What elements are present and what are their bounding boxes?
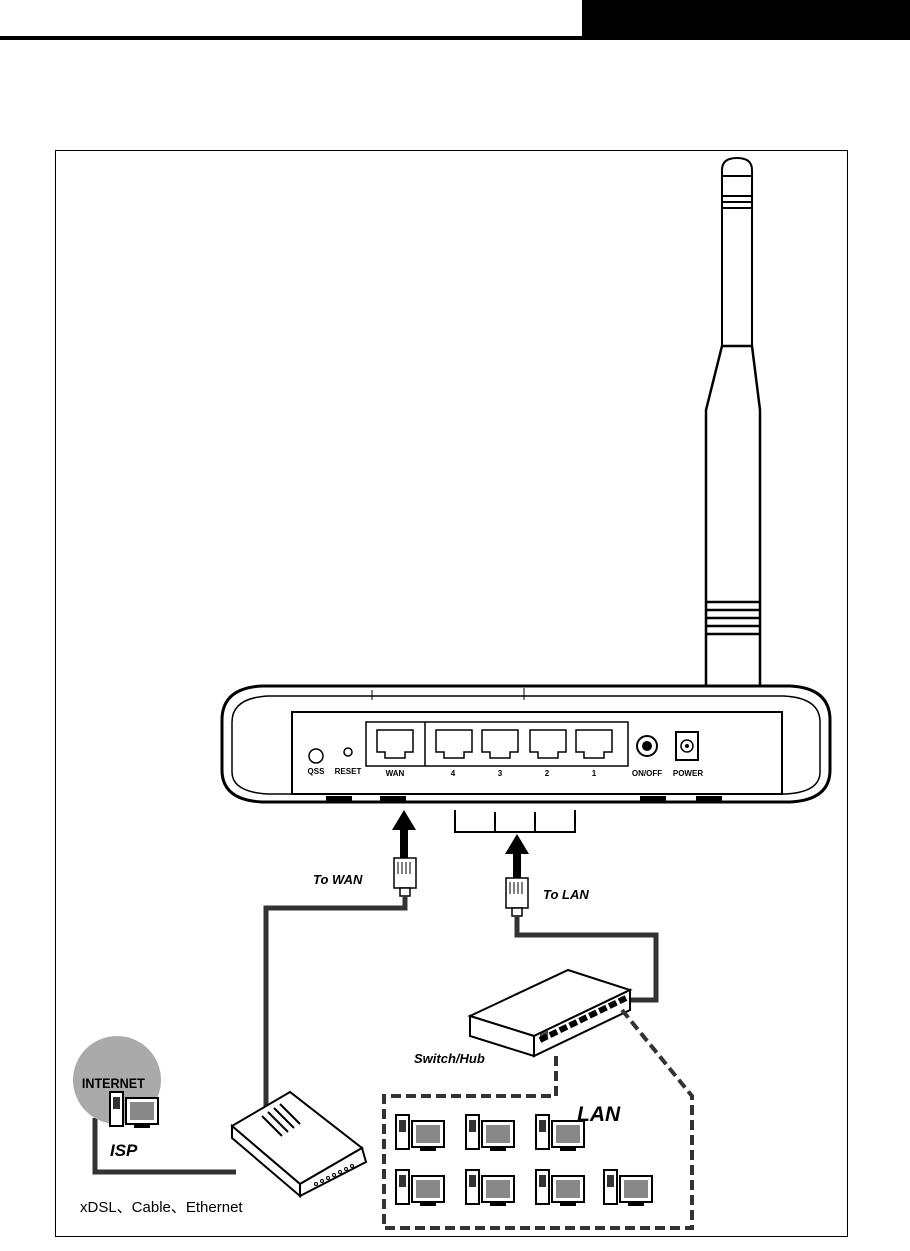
lan-port-bracket [455, 810, 575, 832]
wan-port-label: WAN [386, 769, 405, 778]
lan-arrow [505, 834, 529, 878]
wan-arrow [392, 810, 416, 858]
wan-cable-plug [394, 858, 416, 896]
router [222, 686, 830, 802]
lan-pc [466, 1170, 514, 1206]
internet-label: INTERNET [82, 1075, 145, 1091]
lan-pc [396, 1115, 444, 1151]
lan-computers [396, 1115, 652, 1206]
reset-label: RESET [335, 767, 362, 776]
to-wan-label: To WAN [313, 872, 363, 887]
reset-button [344, 748, 352, 756]
isp-label: ISP [110, 1141, 138, 1160]
lan-pc [466, 1115, 514, 1151]
modem [232, 1092, 366, 1196]
lan-pc [536, 1170, 584, 1206]
modem-types-label: xDSL、Cable、Ethernet [80, 1199, 243, 1216]
qss-button [309, 749, 323, 763]
on-off-label: ON/OFF [632, 769, 662, 778]
lan-cable-plug [506, 878, 528, 916]
lan-pc [604, 1170, 652, 1206]
antenna [706, 158, 760, 760]
lan-port-2-label: 2 [545, 769, 550, 778]
lan-pc [396, 1170, 444, 1206]
lan-port-1-label: 1 [592, 769, 597, 778]
lan-port-4-label: 4 [451, 769, 456, 778]
switch-hub [470, 970, 630, 1056]
lan-port-3-label: 3 [498, 769, 503, 778]
wan-cable [266, 896, 405, 1118]
lan-label: LAN [577, 1103, 621, 1126]
isp-computer [110, 1092, 158, 1128]
power-label: POWER [673, 769, 703, 778]
qss-label: QSS [308, 767, 326, 776]
switch-hub-label: Switch/Hub [414, 1051, 485, 1066]
to-lan-label: To LAN [543, 887, 589, 902]
